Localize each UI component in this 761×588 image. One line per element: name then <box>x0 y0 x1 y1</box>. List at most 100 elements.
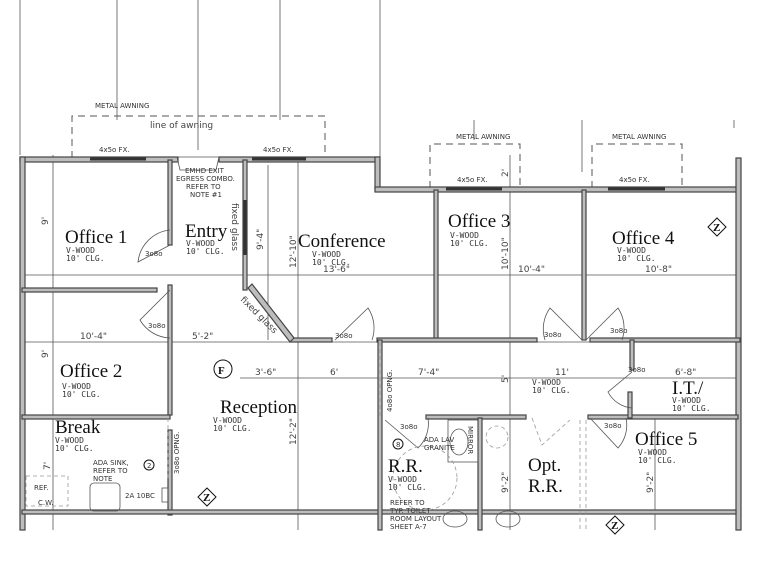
plan-label: V-WOOD <box>617 246 646 255</box>
plan-label: 10' CLG. <box>617 254 656 263</box>
plan-label: REFER TO <box>186 183 221 191</box>
plan-label: NOTE #1 <box>190 191 222 199</box>
plan-label: METAL AWNING <box>612 133 666 141</box>
plan-label: 7' <box>43 462 53 470</box>
plan-label: 10'-8" <box>645 265 672 275</box>
plan-label: Z <box>713 222 720 234</box>
plan-label: 10' CLG. <box>62 390 101 399</box>
z-diamond-icon <box>197 487 217 507</box>
plan-label: 10' CLG. <box>450 239 489 248</box>
plan-label: 3o8o <box>628 366 645 374</box>
plan-label: 3o8o <box>400 423 417 431</box>
plan-label: NOTE <box>93 475 112 483</box>
plan-label: V-WOOD <box>388 475 417 484</box>
plan-label: V-WOOD <box>638 448 667 457</box>
plan-label: 3o8o <box>335 332 352 340</box>
room-office-1: Office 1 <box>65 227 127 248</box>
room-reception: Reception <box>220 397 298 418</box>
dimensions: 9' 9'-4" 12'-10" 13'-6" 10'-10" 10'-4" 1… <box>41 169 696 493</box>
symbols: F Z Z Z 2 8 <box>143 217 727 535</box>
plan-label: 3'-6" <box>255 368 276 378</box>
extinguisher <box>161 487 169 503</box>
plan-label: 9' <box>41 217 51 225</box>
doors <box>137 156 633 530</box>
plan-label: V-WOOD <box>55 436 84 445</box>
plan-label: F <box>218 365 225 377</box>
plan-label: 13'-6" <box>323 265 350 275</box>
plan-label: 2A 10BC <box>125 492 155 500</box>
plan-label: 10'-4" <box>518 265 545 275</box>
plan-label: line of awning <box>150 121 213 131</box>
plan-label: 4o8o OPNG. <box>386 370 394 412</box>
plan-label: METAL AWNING <box>456 133 510 141</box>
plan-label: V-WOOD <box>213 416 242 425</box>
plan-label: 3o8o <box>145 250 162 258</box>
room-entry: Entry <box>185 221 228 242</box>
plan-label: MIRROR <box>466 426 474 454</box>
note-2-icon <box>143 459 155 471</box>
plan-label: 10' CLG. <box>186 247 225 256</box>
plan-label: 6'-8" <box>675 368 696 378</box>
z-diamond-icon <box>707 217 727 237</box>
plan-label: 10' CLG. <box>638 456 677 465</box>
plan-label: 3o8o <box>544 331 561 339</box>
windows <box>90 157 665 255</box>
plan-label: METAL AWNING <box>95 102 149 110</box>
walls <box>19 156 742 531</box>
plan-label: ADA SINK, <box>93 459 129 467</box>
room-conference: Conference <box>298 231 386 252</box>
plan-label: V-WOOD <box>672 396 701 405</box>
plan-label: EGRESS COMBO. <box>176 175 235 183</box>
room-it: I.T./ <box>672 378 704 399</box>
plan-label: 12'-2" <box>289 418 299 445</box>
plan-label: 4x5o FX. <box>457 176 488 184</box>
plan-label: 5'-2" <box>192 332 213 342</box>
room-office-4: Office 4 <box>612 228 675 249</box>
plan-label: 10' CLG. <box>388 483 427 492</box>
fixtures <box>25 419 521 528</box>
room-office-5: Office 5 <box>635 429 697 450</box>
note-8-icon <box>392 438 404 450</box>
plan-label: 10' CLG. <box>55 444 94 453</box>
room-labels: Office 1 Entry Conference Office 3 Offic… <box>55 211 704 497</box>
plan-label: 11' <box>555 368 569 378</box>
plan-label: 2' <box>501 169 511 177</box>
plan-label: 9'-2" <box>646 472 656 493</box>
plan-label: SHEET A-7 <box>390 523 427 531</box>
plan-label: 9'-2" <box>501 472 511 493</box>
plan-label: REF. <box>34 484 48 492</box>
room-break: Break <box>55 417 101 438</box>
plan-label: V-WOOD <box>66 246 95 255</box>
plan-label: V-WOOD <box>62 382 91 391</box>
room-opt-rr: R.R. <box>528 476 563 497</box>
plan-label: 7'-4" <box>418 368 439 378</box>
plan-label: 12'-10" <box>289 235 299 268</box>
plan-label: EMHD EXIT <box>185 167 225 175</box>
plan-label: REFER TO <box>93 467 128 475</box>
plan-label: V-WOOD <box>186 239 215 248</box>
plan-label: 3o8o <box>610 327 627 335</box>
plan-label: 9'-4" <box>256 229 266 250</box>
plan-label: 3o8o <box>148 322 165 330</box>
plan-label: 10' CLG. <box>532 386 571 395</box>
plan-label: fixed glass <box>229 203 239 251</box>
plan-label: 10' CLG. <box>213 424 252 433</box>
plan-label: Z <box>203 492 210 504</box>
plan-label: V-WOOD <box>532 378 561 387</box>
f-symbol-icon <box>213 359 233 379</box>
plan-label: 10' CLG. <box>66 254 105 263</box>
plan-label: 9' <box>41 350 51 358</box>
awnings <box>71 115 683 188</box>
plan-label: C.W. <box>38 499 53 507</box>
z-diamond-icon <box>605 515 625 535</box>
plan-label: 8 <box>396 441 400 449</box>
plan-label: 10'-4" <box>80 332 107 342</box>
plan-label: 4x5o FX. <box>99 146 130 154</box>
plan-label: V-WOOD <box>312 250 341 259</box>
refrigerator <box>25 475 69 507</box>
plan-label: Z <box>611 520 618 532</box>
plan-label: ADA LAV <box>424 436 454 444</box>
plan-label: 2 <box>147 462 151 470</box>
